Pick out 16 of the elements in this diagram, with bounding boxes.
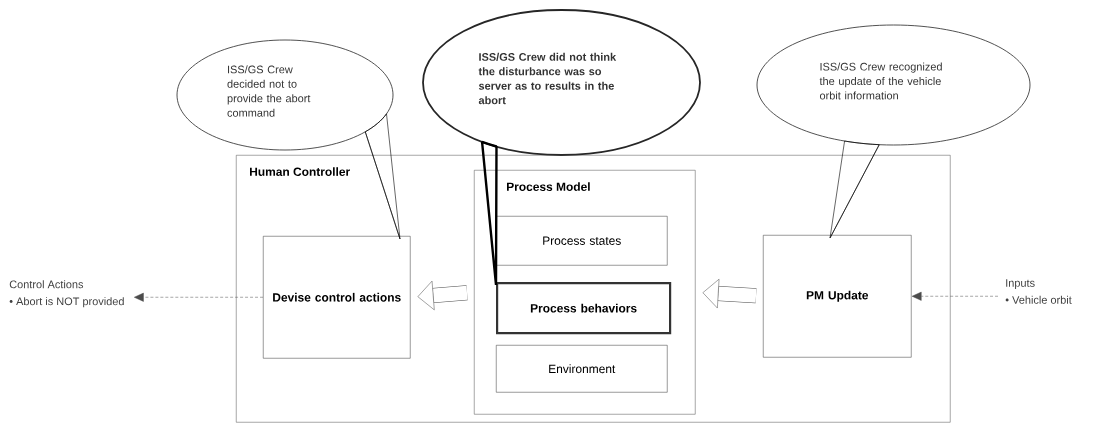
callout-tail — [480, 140, 498, 287]
callout-tail — [364, 113, 401, 240]
process-box: Process states — [496, 216, 668, 266]
process-box: Environment — [496, 345, 668, 393]
speech-bubble: ISS/GS Crew decided not to provide the abort command — [176, 39, 394, 151]
process-box: Process behaviors — [496, 282, 672, 335]
block-arrow — [702, 278, 757, 309]
annotation-text: Inputs • Vehicle orbit — [1005, 279, 1072, 304]
arrow — [911, 291, 999, 301]
process-box: PM Update — [763, 235, 912, 358]
speech-bubble: ISS/GS Crew recognized the update of the vehicle orbit information — [756, 24, 1031, 146]
speech-bubble: ISS/GS Crew did not think the disturbance was so server as to results in the abort — [422, 9, 701, 156]
process-box: Devise control actions — [263, 236, 411, 359]
block-arrow — [417, 280, 468, 311]
arrow — [134, 292, 264, 302]
annotation-text: Control Actions • Abort is NOT provided — [9, 280, 124, 308]
